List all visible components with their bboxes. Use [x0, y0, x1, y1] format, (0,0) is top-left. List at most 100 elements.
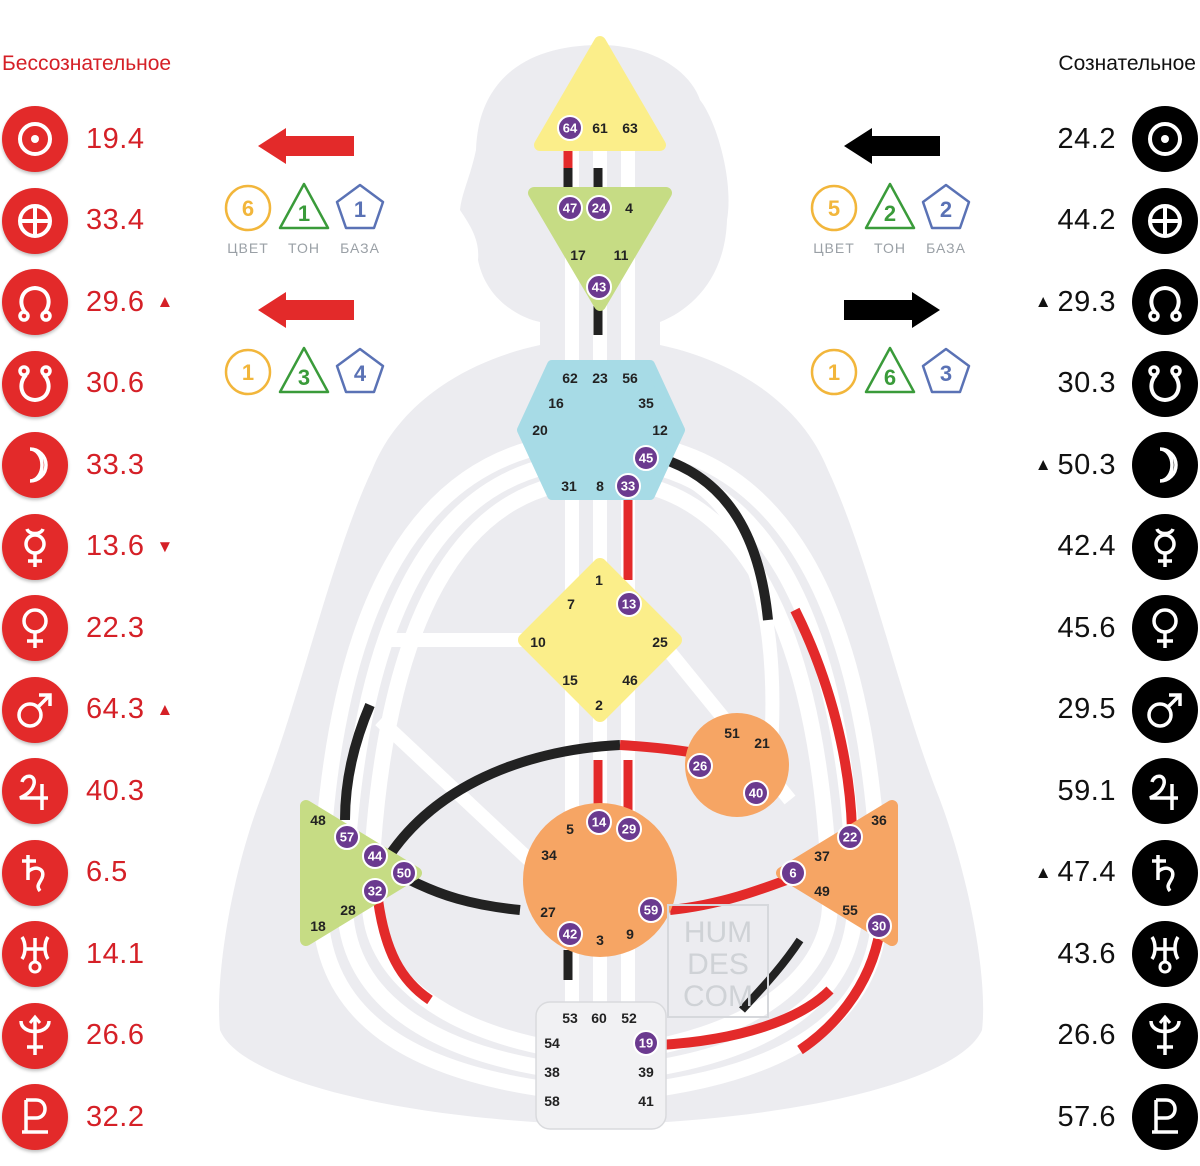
- gate-11: 11: [614, 247, 629, 263]
- unconscious-planet-row: 32.2: [2, 1084, 156, 1150]
- svg-text:31: 31: [561, 478, 577, 494]
- conscious-planet-row: 45.6: [1052, 595, 1198, 661]
- watermark-line-2: DES: [687, 948, 749, 981]
- svg-text:39: 39: [638, 1064, 654, 1080]
- saturn-icon: [2, 839, 68, 906]
- moon-icon: [2, 432, 68, 498]
- gate-25: 25: [652, 634, 668, 650]
- tone-triangle: [864, 182, 916, 230]
- gate-63: 63: [622, 120, 638, 136]
- svg-text:11: 11: [614, 247, 629, 263]
- planet-value: 22.3: [86, 611, 145, 644]
- conscious-planet-row: 44.2: [1052, 187, 1198, 254]
- svg-text:1: 1: [595, 572, 603, 588]
- tone-value: 3: [298, 365, 310, 390]
- saturn-icon: [1132, 839, 1198, 906]
- gate-46: 46: [622, 672, 638, 688]
- svg-text:45: 45: [639, 451, 653, 466]
- tone-label: ТОН: [288, 240, 320, 256]
- gate-55: 55: [842, 902, 858, 918]
- gate-56: 56: [622, 370, 638, 386]
- gate-8: 8: [596, 478, 604, 494]
- svg-text:34: 34: [541, 847, 557, 863]
- gate-39: 39: [638, 1064, 654, 1080]
- conscious-planet-row: 29.5: [1052, 676, 1198, 743]
- base-pentagon: [335, 347, 385, 394]
- gate-1: 1: [595, 572, 603, 588]
- base-value: 4: [354, 361, 367, 386]
- planet-value: 44.2: [1057, 204, 1116, 236]
- color-value: 1: [828, 360, 840, 385]
- uranus-icon: [2, 921, 68, 987]
- unconscious-planet-row: 33.3: [2, 432, 156, 498]
- unconscious-planet-row: 22.3: [2, 595, 156, 661]
- gate-38: 38: [544, 1064, 560, 1080]
- gate-32: 32: [362, 878, 388, 904]
- gate-28: 28: [340, 902, 356, 918]
- gate-13: 13: [616, 591, 642, 617]
- svg-text:19: 19: [639, 1036, 653, 1051]
- planet-value: 26.6: [1057, 1019, 1116, 1051]
- gate-57: 57: [334, 824, 360, 850]
- base-label: БАЗА: [926, 240, 966, 256]
- svg-text:26: 26: [693, 759, 707, 774]
- svg-text:50: 50: [397, 866, 411, 881]
- color-label: ЦВЕТ: [227, 240, 269, 256]
- solar-plexus-center: [776, 800, 898, 946]
- planet-value: 47.4: [1057, 856, 1116, 888]
- planet-value: 59.1: [1057, 774, 1116, 807]
- gate-22: 22: [837, 824, 863, 850]
- jupiter-icon: [1132, 758, 1198, 824]
- south-node-icon: [1132, 350, 1198, 417]
- conscious-planet-row: 57.6: [1052, 1084, 1198, 1150]
- gate-48: 48: [310, 812, 326, 828]
- gate-51: 51: [724, 725, 740, 741]
- unconscious-planet-row: 64.3▲: [2, 676, 173, 743]
- conscious-planet-row: 42.4: [1052, 513, 1198, 580]
- planet-value: 26.6: [86, 1019, 145, 1051]
- gate-37: 37: [814, 848, 830, 864]
- tone-triangle: [864, 346, 916, 394]
- color-value: 5: [828, 196, 840, 221]
- svg-text:33: 33: [621, 479, 635, 494]
- svg-text:9: 9: [626, 926, 634, 942]
- color-value: 1: [242, 360, 254, 385]
- unconscious-planet-row: 29.6▲: [2, 269, 173, 335]
- gate-40: 40: [743, 780, 769, 806]
- svg-text:28: 28: [340, 902, 356, 918]
- north-node-icon: [2, 269, 68, 335]
- svg-text:46: 46: [622, 672, 638, 688]
- planet-value: 50.3: [1057, 448, 1116, 481]
- gate-2: 2: [595, 697, 603, 713]
- svg-text:5: 5: [566, 821, 574, 837]
- planet-value: 64.3: [86, 693, 145, 725]
- conscious-planet-row: 24.2: [1052, 106, 1198, 172]
- gate-43: 43: [586, 274, 612, 300]
- pluto-icon: [1132, 1084, 1198, 1150]
- gate-24: 24: [586, 195, 612, 221]
- svg-text:62: 62: [562, 370, 578, 386]
- gate-4: 4: [625, 200, 633, 216]
- gate-20: 20: [532, 422, 548, 438]
- unconscious-planet-row: 33.4: [2, 187, 156, 254]
- unconscious-planet-row: 40.3: [2, 758, 156, 824]
- conscious_bottom-arrow: [844, 292, 940, 328]
- planet-value: 30.6: [86, 367, 145, 399]
- svg-text:21: 21: [754, 735, 770, 751]
- unconscious_top-arrow: [258, 128, 354, 164]
- planet-marker: ▲: [156, 292, 174, 311]
- svg-text:53: 53: [562, 1010, 578, 1026]
- venus-icon: [1132, 595, 1198, 661]
- svg-text:43: 43: [592, 280, 606, 295]
- watermark: HUM DES COM: [667, 904, 769, 1018]
- sun-icon: [1132, 106, 1198, 172]
- svg-text:37: 37: [814, 848, 830, 864]
- planet-value: 42.4: [1057, 530, 1116, 562]
- planet-value: 43.6: [1057, 937, 1116, 970]
- earth-icon: [2, 187, 68, 254]
- planet-value: 45.6: [1057, 611, 1116, 644]
- gate-27: 27: [540, 904, 556, 920]
- root-center: [535, 1001, 667, 1130]
- gate-50: 50: [391, 860, 417, 886]
